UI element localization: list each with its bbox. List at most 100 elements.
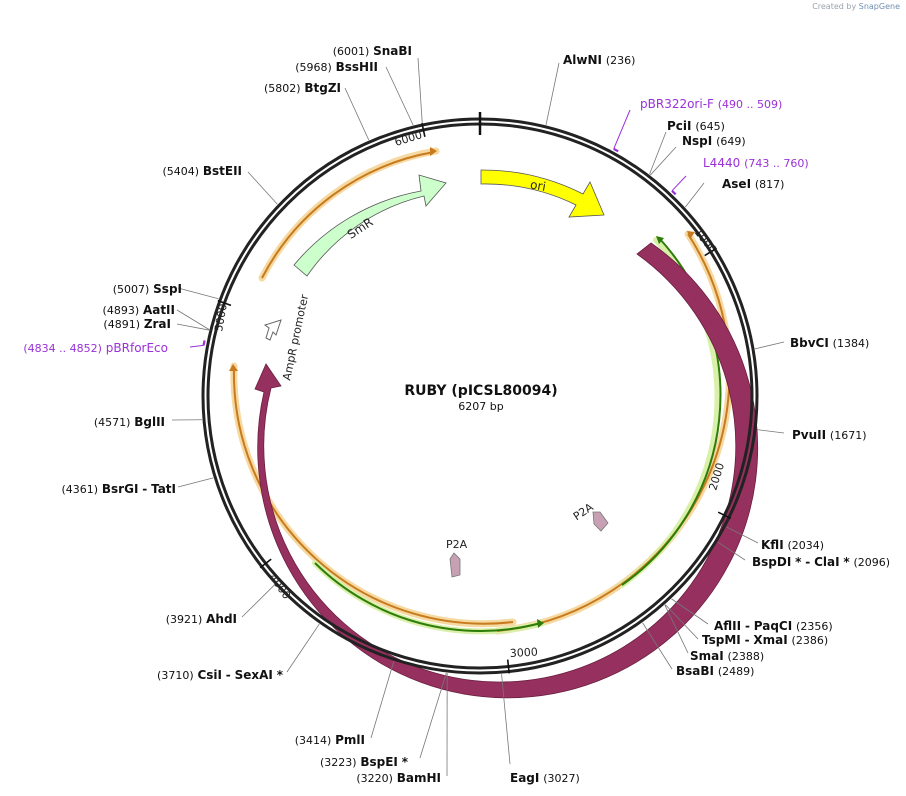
site-pos: (3220) bbox=[356, 772, 393, 785]
svg-text:(5802) BtgZI: (5802) BtgZI bbox=[264, 81, 341, 95]
site-name: BamHI bbox=[397, 771, 441, 785]
site-name2: SexAI bbox=[235, 668, 273, 682]
site-pos: (4893) bbox=[103, 304, 140, 317]
site-sep: - bbox=[805, 555, 810, 569]
site-leader bbox=[649, 131, 667, 175]
ruler-tick bbox=[421, 122, 426, 137]
svg-text:(5007) SspI: (5007) SspI bbox=[113, 282, 182, 296]
site-name: PmlI bbox=[335, 733, 365, 747]
site-name: AseI bbox=[722, 177, 751, 191]
primer-range: (490 .. 509) bbox=[718, 98, 783, 111]
site-star: * bbox=[795, 555, 802, 569]
credit-prefix: Created by bbox=[812, 2, 857, 11]
site-leader bbox=[344, 87, 370, 141]
site-leader bbox=[176, 309, 210, 330]
site-leader bbox=[501, 674, 511, 765]
svg-text:PciI (645): PciI (645) bbox=[667, 119, 725, 133]
primer-leader bbox=[671, 175, 687, 192]
ori-label: ori bbox=[529, 177, 547, 193]
svg-text:AflII - PaqCI (2356): AflII - PaqCI (2356) bbox=[714, 619, 833, 633]
site-pos: (2034) bbox=[788, 539, 825, 552]
site-pos: (2356) bbox=[796, 620, 833, 633]
green-strand-bottom-head bbox=[537, 619, 544, 628]
site-pos: (4891) bbox=[103, 318, 140, 331]
p2a-marker-1 bbox=[592, 511, 609, 532]
svg-text:(4361) BsrGI - TatI: (4361) BsrGI - TatI bbox=[61, 482, 176, 496]
primer-marker bbox=[671, 190, 677, 196]
svg-text:BbvCI (1384): BbvCI (1384) bbox=[790, 336, 869, 350]
site-name: BstEII bbox=[203, 164, 242, 178]
site-sep: - bbox=[745, 619, 750, 633]
plasmid-size: 6207 bp bbox=[458, 400, 503, 413]
site-name: BspDI bbox=[752, 555, 791, 569]
ruler-tick bbox=[506, 659, 510, 674]
site-label-aflii: AflII - PaqCI (2356) bbox=[714, 619, 833, 633]
site-label-snabi: (6001) SnaBI bbox=[333, 44, 412, 58]
ruler-tick bbox=[704, 247, 718, 257]
site-leader bbox=[642, 622, 673, 670]
site-leader bbox=[754, 341, 785, 350]
primer-range: (743 .. 760) bbox=[744, 157, 809, 170]
site-name: BtgZI bbox=[304, 81, 341, 95]
site-name: BbvCI bbox=[790, 336, 829, 350]
site-leader bbox=[417, 57, 423, 124]
site-leader bbox=[370, 661, 395, 739]
svg-text:(5404) BstEII: (5404) BstEII bbox=[162, 164, 242, 178]
site-pos: (5802) bbox=[264, 82, 301, 95]
site-star: * bbox=[402, 755, 409, 769]
site-pos: (1671) bbox=[830, 429, 867, 442]
site-label-pmli: (3414) PmlI bbox=[295, 733, 365, 747]
site-label-smai: SmaI (2388) bbox=[690, 649, 764, 663]
ruler-tick bbox=[259, 558, 272, 569]
p2a-marker-2 bbox=[449, 552, 461, 578]
svg-text:(3921) AhdI: (3921) AhdI bbox=[166, 612, 237, 626]
ampr-promoter-arrow bbox=[263, 319, 282, 341]
svg-text:(3223) BspEI *: (3223) BspEI * bbox=[320, 755, 409, 769]
site-leader bbox=[664, 604, 689, 654]
primer-label: pBR322ori-F (490 .. 509) bbox=[640, 97, 782, 111]
primer-leader bbox=[189, 344, 204, 348]
primer-label: (4834 .. 4852) pBRforEco bbox=[23, 341, 168, 355]
svg-text:(4893) AatII: (4893) AatII bbox=[103, 303, 175, 317]
snapgene-credit: Created by SnapGene bbox=[812, 2, 900, 11]
site-name: EagI bbox=[510, 771, 539, 785]
site-name2: XmaI bbox=[753, 633, 787, 647]
primer-name: pBR322ori-F bbox=[640, 97, 714, 111]
site-label-asei: AseI (817) bbox=[722, 177, 784, 191]
site-name: AatII bbox=[143, 303, 175, 317]
site-pos: (3027) bbox=[543, 772, 580, 785]
svg-text:EagI (3027): EagI (3027) bbox=[510, 771, 580, 785]
site-pos: (5007) bbox=[113, 283, 150, 296]
svg-text:TspMI - XmaI (2386): TspMI - XmaI (2386) bbox=[702, 633, 828, 647]
site-pos: (1384) bbox=[833, 337, 870, 350]
site-leader bbox=[650, 146, 677, 176]
site-label-ahdi: (3921) AhdI bbox=[166, 612, 237, 626]
site-label-aatii: (4893) AatII bbox=[103, 303, 175, 317]
site-name: AlwNI bbox=[563, 53, 602, 67]
site-name: AhdI bbox=[206, 612, 237, 626]
site-label-btgzi: (5802) BtgZI bbox=[264, 81, 341, 95]
site-pos: (4361) bbox=[61, 483, 98, 496]
site-pos: (2386) bbox=[792, 634, 829, 647]
plasmid-name: RUBY (pICSL80094) bbox=[404, 383, 557, 399]
site-pos: (3223) bbox=[320, 756, 357, 769]
orange-strand-top-head bbox=[430, 147, 437, 156]
site-pos: (2388) bbox=[728, 650, 765, 663]
site-name: SspI bbox=[153, 282, 182, 296]
feature-tracks bbox=[229, 147, 759, 699]
site-name: SnaBI bbox=[373, 44, 412, 58]
site-label-zrai: (4891) ZraI bbox=[103, 317, 171, 331]
svg-text:NspI (649): NspI (649) bbox=[682, 134, 746, 148]
site-pos: (817) bbox=[755, 178, 785, 191]
site-label-bbvci: BbvCI (1384) bbox=[790, 336, 869, 350]
site-leader bbox=[286, 623, 320, 673]
site-leader bbox=[177, 477, 214, 488]
site-pos: (2489) bbox=[718, 665, 755, 678]
ruler-tick bbox=[717, 511, 732, 520]
site-leader bbox=[247, 171, 278, 205]
ori-arrow bbox=[480, 169, 605, 218]
site-label-bspdi: BspDI * - ClaI * (2096) bbox=[752, 555, 890, 569]
site-star2: * bbox=[843, 555, 850, 569]
site-label-bsrgi: (4361) BsrGI - TatI bbox=[61, 482, 176, 496]
svg-text:(5968) BssHII: (5968) BssHII bbox=[295, 60, 378, 74]
